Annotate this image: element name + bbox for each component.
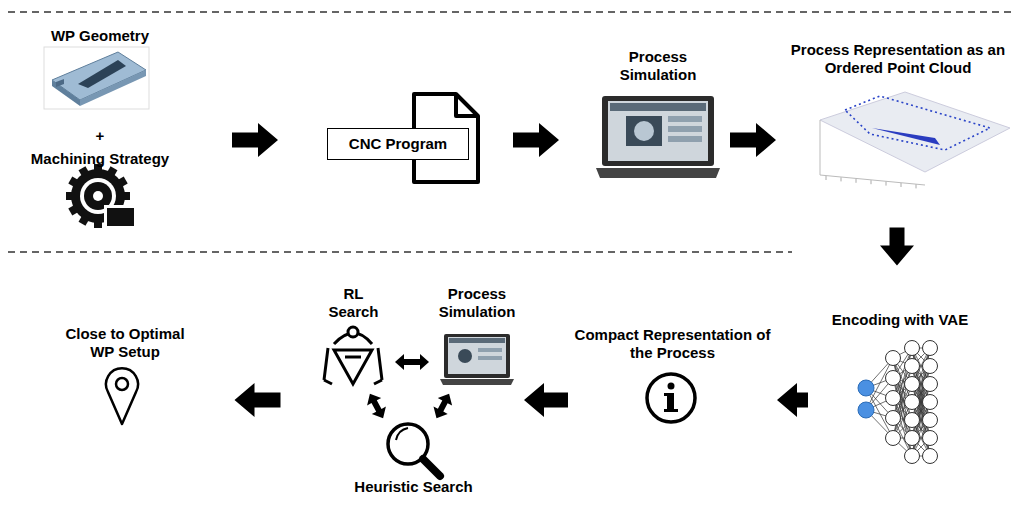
step-label: WP Geometry bbox=[15, 27, 185, 45]
point-cloud-plot bbox=[820, 92, 1010, 188]
rl-icon bbox=[324, 327, 382, 384]
step-label: Machining Strategy bbox=[15, 150, 185, 168]
workpiece-image bbox=[44, 47, 149, 109]
machining-icon bbox=[66, 164, 134, 228]
step-label: + bbox=[15, 127, 185, 145]
program-label: CNC Program bbox=[327, 128, 469, 160]
process-step: Heuristic Search bbox=[340, 420, 487, 506]
step-label: Encoding with VAE bbox=[810, 311, 990, 329]
step-label: Process Representation as an Ordered Poi… bbox=[780, 41, 1016, 77]
process-step: Compact Representation of the Process bbox=[570, 322, 775, 430]
info-icon bbox=[647, 374, 695, 422]
process-step: Close to Optimal WP Setup bbox=[50, 325, 200, 430]
neural-network-icon bbox=[858, 341, 938, 464]
flow-arrow bbox=[777, 383, 808, 417]
separator-line bbox=[8, 11, 1015, 13]
location-pin-icon bbox=[106, 368, 138, 424]
separator-line bbox=[8, 251, 792, 253]
flow-arrow bbox=[880, 228, 914, 266]
flow-arrow bbox=[524, 383, 568, 417]
flow-arrow bbox=[730, 123, 776, 157]
laptop-icon bbox=[596, 96, 720, 178]
flow-arrow bbox=[513, 123, 559, 157]
laptop-icon bbox=[440, 334, 514, 385]
step-label: RL Search bbox=[317, 285, 390, 321]
process-step: CNC Program bbox=[325, 90, 482, 188]
flow-arrow bbox=[395, 354, 429, 370]
process-step: Process Simulation bbox=[590, 45, 726, 182]
magnifier-icon bbox=[388, 424, 440, 476]
flow-arrow bbox=[434, 394, 453, 418]
process-step: WP Geometry + Machining Strategy bbox=[15, 22, 185, 232]
step-label: Process Simulation bbox=[432, 285, 522, 321]
process-step: Process Representation as an Ordered Poi… bbox=[780, 38, 1016, 188]
process-step: RL Search bbox=[315, 283, 392, 392]
step-label: Heuristic Search bbox=[340, 478, 487, 496]
flow-arrow bbox=[235, 383, 281, 417]
process-step: Process Simulation bbox=[432, 283, 522, 392]
step-label: Close to Optimal WP Setup bbox=[55, 325, 195, 361]
flow-arrow bbox=[367, 394, 386, 418]
process-step: Encoding with VAE bbox=[810, 305, 990, 463]
flow-arrow bbox=[232, 123, 278, 157]
step-label: Process Simulation bbox=[608, 48, 708, 84]
step-label: Compact Representation of the Process bbox=[570, 326, 775, 362]
